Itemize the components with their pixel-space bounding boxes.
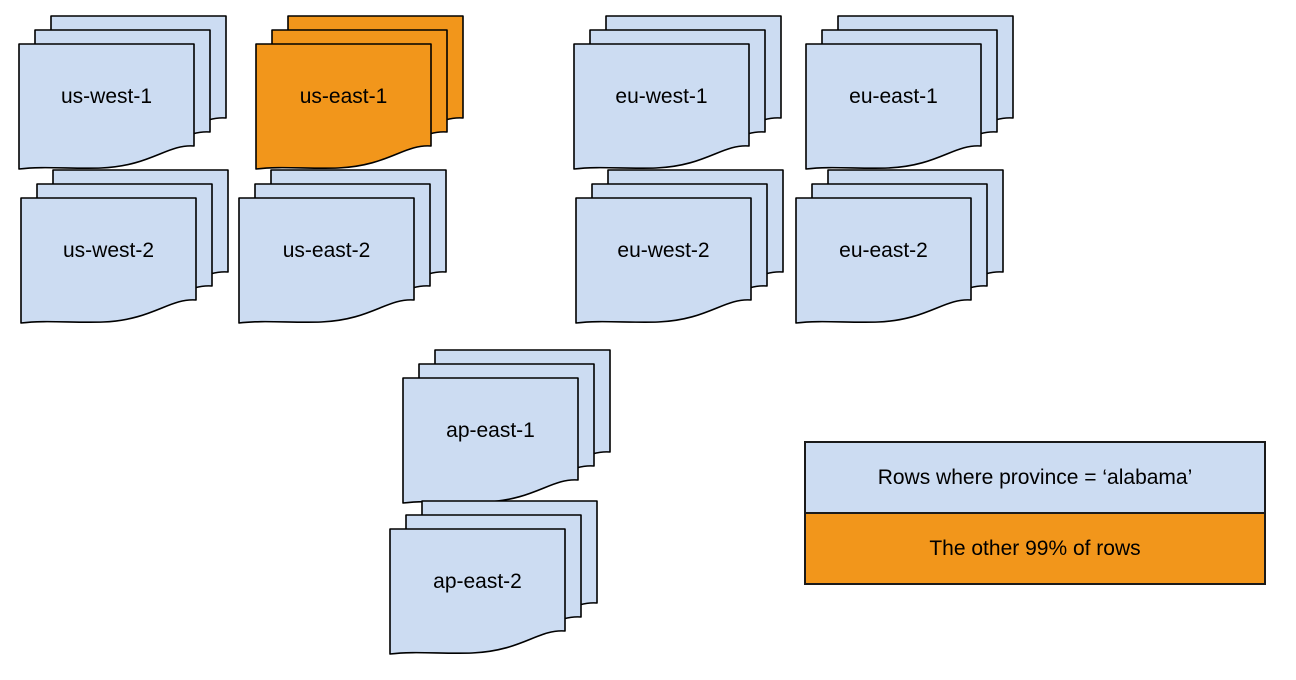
doc-stack-us-east-2: us-east-2 [238, 169, 448, 324]
doc-stack-ap-east-2: ap-east-2 [389, 500, 599, 655]
document-stack-icon [389, 500, 598, 655]
doc-stack-us-east-1: us-east-1 [255, 15, 465, 170]
document-stack-icon [238, 169, 447, 324]
document-stack-icon [575, 169, 784, 324]
doc-stack-eu-west-2: eu-west-2 [575, 169, 785, 324]
legend-row-label: The other 99% of rows [929, 536, 1141, 560]
document-stack-icon [18, 15, 227, 170]
legend-row-orange: The other 99% of rows [806, 512, 1264, 583]
doc-stack-eu-east-2: eu-east-2 [795, 169, 1005, 324]
document-stack-icon [20, 169, 229, 324]
document-stack-icon [255, 15, 464, 170]
document-stack-icon [805, 15, 1014, 170]
doc-stack-us-west-2: us-west-2 [20, 169, 230, 324]
legend: Rows where province = ‘alabama’ The othe… [804, 441, 1266, 585]
doc-stack-eu-east-1: eu-east-1 [805, 15, 1015, 170]
document-stack-icon [795, 169, 1004, 324]
legend-row-label: Rows where province = ‘alabama’ [877, 465, 1193, 489]
doc-stack-us-west-1: us-west-1 [18, 15, 228, 170]
doc-stack-eu-west-1: eu-west-1 [573, 15, 783, 170]
document-stack-icon [573, 15, 782, 170]
legend-row-blue: Rows where province = ‘alabama’ [806, 443, 1264, 512]
document-stack-icon [402, 349, 611, 504]
doc-stack-ap-east-1: ap-east-1 [402, 349, 612, 504]
